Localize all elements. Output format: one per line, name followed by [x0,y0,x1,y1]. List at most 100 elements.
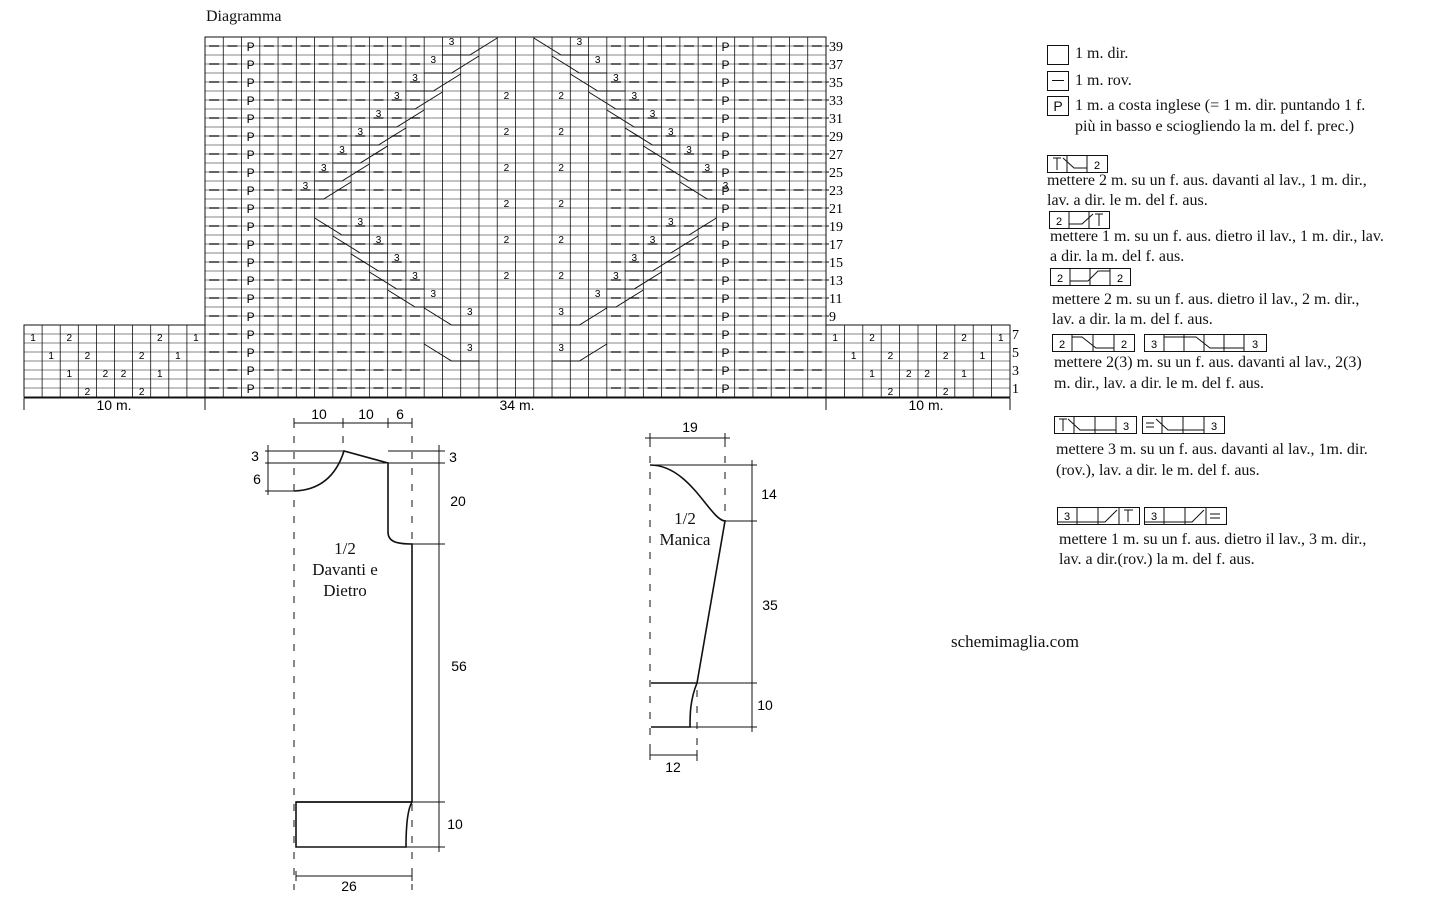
center-cable-number: 2 [504,91,510,102]
cable-line [442,37,498,56]
cable-number: 3 [577,37,583,48]
legend-cable1-symbol: 2 [1047,155,1108,173]
center-cable-number: 2 [558,271,564,282]
legend-cable6a-num: 3 [1064,511,1070,523]
sleeve-dashes [649,440,726,770]
rib-stitch-mark: P [722,220,730,234]
cable-number: 3 [631,91,637,102]
rib-stitch-mark: P [247,364,255,378]
body-piece-dashes [293,420,413,890]
body-dim-top1: 10 [311,406,327,422]
row-number: 19 [829,220,843,235]
legend-knit-text: 1 m. dir. [1075,45,1129,62]
legend-cable4-symbol-b: 3 3 [1144,334,1267,352]
rib-stitch-mark: P [722,238,730,252]
cable-line [405,73,461,92]
side-cable-number: 2 [888,387,894,398]
legend-cable1-line1: mettere 2 m. su un f. aus. davanti al la… [1047,172,1367,189]
legend-cable5b-num: 3 [1211,421,1217,433]
side-cable-number: 1 [66,369,72,380]
row-number: 23 [829,184,843,199]
diagram-title: Diagramma [206,8,282,25]
rib-stitch-mark: P [722,346,730,360]
cable-line [350,253,406,272]
rib-stitch-mark: P [722,256,730,270]
legend-rib-line1: 1 m. a costa inglese (= 1 m. dir. puntan… [1075,97,1366,114]
cable-line [625,253,681,272]
rib-stitch-mark: P [247,328,255,342]
row-number: 39 [829,40,843,55]
legend-cable6-line2: lav. a dir.(rov.) la m. del f. aus. [1059,551,1255,568]
cable-line [351,127,407,146]
rib-stitch-mark: P [247,58,255,72]
row-number: 7 [1012,328,1019,343]
cable-line [551,55,607,74]
side-cable-number: 2 [906,369,912,380]
width-label-center: 34 m. [499,397,534,413]
row-number: 15 [829,256,843,271]
legend-cable4a-num1: 2 [1059,339,1065,351]
rib-stitch-mark: P [722,112,730,126]
cable-line [643,235,699,254]
center-cable-number: 2 [558,163,564,174]
center-cable-number: 2 [504,235,510,246]
cable-number: 3 [595,289,601,300]
side-cable-number: 1 [998,333,1004,344]
cable-number: 3 [668,217,674,228]
legend-cable2-symbol: 2 [1049,211,1110,229]
side-cable-number: 2 [85,387,91,398]
side-cable-number: 1 [48,351,54,362]
cable-line [679,181,735,200]
rib-stitch-mark: P [247,274,255,288]
row-number: 13 [829,274,843,289]
legend-cable1-line2: lav. a dir. le m. del f. aus. [1047,192,1208,209]
cable-number: 3 [650,109,656,120]
cable-line [314,217,370,236]
rib-stitch-mark: P [247,256,255,270]
cable-line [643,145,699,164]
cable-line [332,145,388,164]
row-number: 27 [829,148,843,163]
cable-number: 3 [339,145,345,156]
sleeve-piece-label: 1/2 Manica [645,508,725,550]
row-number: 5 [1012,346,1019,361]
rib-stitch-mark: P [247,202,255,216]
cable-line [296,181,352,200]
body-piece-dimlines [265,418,445,881]
cable-line [332,235,388,254]
rib-stitch-mark: P [722,166,730,180]
rib-stitch-mark: P [247,346,255,360]
row-number: 35 [829,76,843,91]
side-cable-number: 2 [157,333,163,344]
cable-number: 3 [631,253,637,264]
side-cable-number: 2 [139,387,145,398]
cable-line [369,271,425,290]
rib-stitch-mark: P [722,382,730,396]
cable-line [588,91,644,110]
legend-cable2-line1: mettere 1 m. su un f. aus. dietro il lav… [1050,228,1384,245]
body-dim-left1: 3 [251,448,259,464]
legend-cable4-line1: mettere 2(3) m. su un f. aus. davanti al… [1054,354,1362,371]
legend-cable6-line1: mettere 1 m. su un f. aus. dietro il lav… [1059,531,1367,548]
rib-stitch-mark: P [247,166,255,180]
row-number: 3 [1012,364,1019,379]
legend-knit-symbol [1047,45,1069,65]
cable-line [369,109,425,128]
cable-number: 3 [431,289,437,300]
cable-line [661,217,717,236]
side-cable-number: 1 [980,351,986,362]
rib-stitch-mark: P [722,364,730,378]
side-cable-number: 2 [66,333,72,344]
width-brackets [23,397,1011,410]
cable-number: 3 [650,235,656,246]
cable-line [661,163,717,182]
row-number: 31 [829,112,843,127]
cable-number: 3 [431,55,437,66]
cable-line [624,127,680,146]
legend-cable2-num: 2 [1056,216,1062,228]
rib-stitch-mark: P [722,274,730,288]
legend-cable3-symbol: 2 2 [1050,268,1131,286]
body-dim-top2: 10 [358,406,374,422]
